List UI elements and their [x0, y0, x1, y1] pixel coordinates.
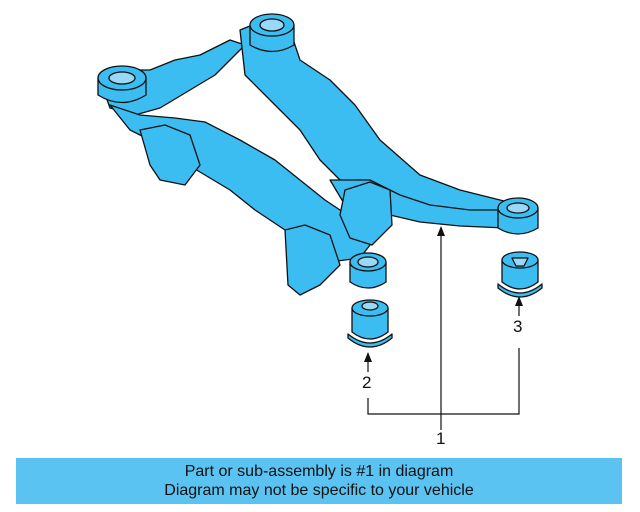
caption-line-2: Diagram may not be specific to your vehi…: [164, 482, 474, 499]
subframe-mount-front-right: [497, 197, 539, 235]
arrowhead-2: [364, 352, 372, 362]
subframe-mount-rear-left: [97, 65, 147, 104]
arrowhead-1: [437, 226, 445, 236]
subframe-lower-bracket: [284, 224, 341, 296]
caption-banner: Part or sub-assembly is #1 in diagram Di…: [16, 458, 622, 504]
parts-diagram: [97, 13, 543, 430]
bushing-part-3: [497, 251, 543, 298]
callout-label-2: 2: [362, 373, 372, 392]
subframe-mount-rear-right: [249, 13, 295, 53]
subframe-right-bracket: [339, 181, 393, 246]
subframe-mount-front-left: [349, 252, 387, 289]
subframe-left-bracket: [139, 124, 201, 186]
callout-label-3: 3: [513, 317, 523, 336]
caption-line-1: Part or sub-assembly is #1 in diagram: [184, 463, 454, 480]
arrowhead-3: [515, 296, 523, 306]
bushing-part-2: [347, 299, 393, 348]
callout-label-1: 1: [436, 429, 446, 448]
bracket-line: [367, 348, 520, 415]
